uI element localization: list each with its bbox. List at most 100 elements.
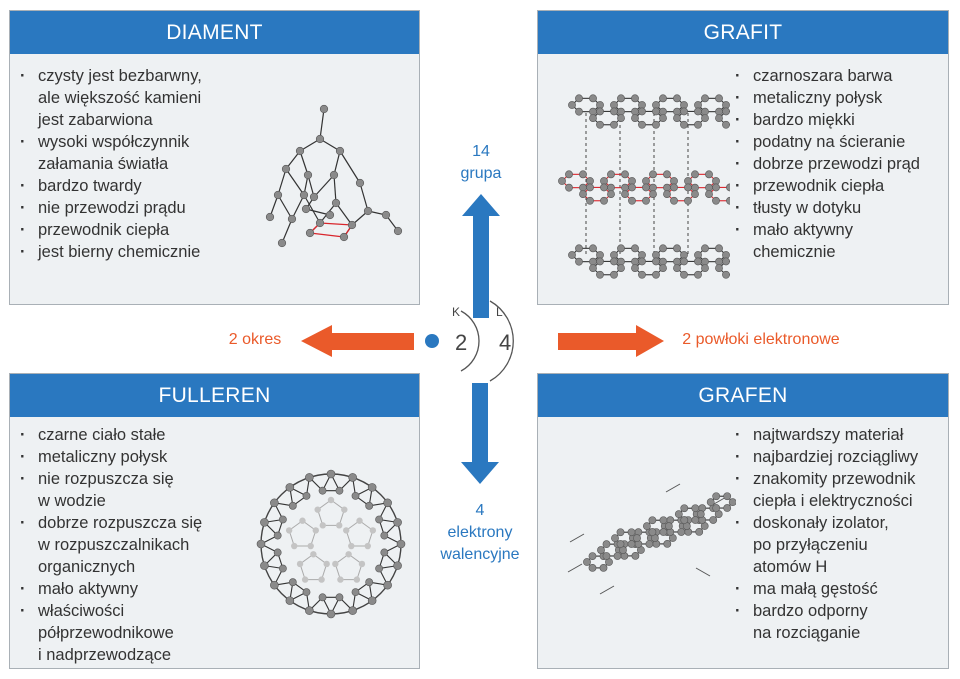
property-item: przewodnik ciepła [20,219,202,241]
atom [277,238,287,248]
atom [575,107,583,116]
bond [303,194,321,224]
atom [663,170,671,179]
atom [345,551,352,558]
atom [701,264,709,272]
shell-l-electrons: 4 [499,330,512,355]
atom [579,190,587,198]
property-item: najtwardszy materiał [735,424,918,446]
atom [568,101,576,109]
bond [335,202,353,226]
atom [273,548,282,557]
atom [677,528,686,536]
atom [600,196,608,205]
bond [333,174,337,204]
property-item: najbardziej rozciągliwy [735,446,918,468]
property-list: czarne ciało stałemetaliczny połysknie r… [20,424,202,666]
atom [631,264,639,272]
period-label: 2 okres [228,331,282,348]
atom [285,596,295,605]
atom [631,244,639,253]
atom [586,183,594,192]
atom [367,596,377,605]
atom [375,564,384,573]
property-item: dobrze przewodzi prąd [735,153,920,175]
atom [712,183,720,192]
atom [307,542,314,550]
bond [291,194,305,220]
atom [596,120,604,129]
atom [663,190,671,198]
atom [323,560,330,568]
atom [648,528,657,536]
atom [331,198,341,208]
bond [599,585,615,595]
atom [602,552,611,560]
atom [621,170,629,179]
atom [337,576,344,583]
atom [326,609,336,619]
atom [645,540,654,548]
card-fulleren: FULLEREN czarne ciało stałemetaliczny po… [9,373,420,669]
atom [351,588,360,597]
atom [314,506,321,513]
atom [600,183,608,192]
bond [305,208,331,216]
property-item: jest bierny chemicznie [20,241,202,263]
atom [383,580,392,590]
atom [287,214,297,224]
property-item: mało aktywny [20,578,202,600]
atom [380,531,389,540]
atom [642,183,650,192]
card-title: GRAFIT [538,11,948,54]
atom [319,104,329,114]
atom [701,94,709,103]
atom [260,518,269,527]
atom [728,498,736,507]
atom [705,190,713,198]
atom [335,593,344,602]
atom [610,120,618,129]
property-item: czarnoszara barwa [735,65,920,87]
atom [694,107,702,116]
card-grafit: GRAFIT czarnoszara barwametaliczny połys… [537,10,949,305]
atom [621,190,629,198]
atom [369,527,377,534]
atom [589,114,597,122]
shell-k-electrons: 2 [455,330,468,355]
atom [355,178,365,188]
bond [277,194,293,220]
atom [638,270,646,279]
atom [643,522,651,531]
atom [285,527,293,534]
atom [565,170,573,179]
atom [310,551,317,558]
bond [569,533,585,543]
atom [296,560,304,568]
property-item: bardzo odporny na rozciąganie [735,600,918,644]
atom [380,548,389,557]
atom [588,552,597,560]
atom [680,107,688,116]
atom [706,498,715,507]
atom [670,196,678,205]
arrow-left-icon [301,325,414,357]
bond [665,483,681,493]
atom [319,522,326,529]
arrow-up-icon [462,194,500,318]
atom [722,257,730,266]
atom [712,504,721,512]
atom [628,183,636,192]
atom [723,504,732,512]
atom [332,560,339,568]
atom [381,210,391,220]
property-item: tłusty w dotyku [735,197,920,219]
atom [610,270,618,279]
bond [567,563,583,573]
atom [611,534,619,543]
atom [273,531,282,540]
bond [333,150,341,176]
bond [277,168,287,196]
atom [341,506,348,513]
atom [602,540,611,549]
